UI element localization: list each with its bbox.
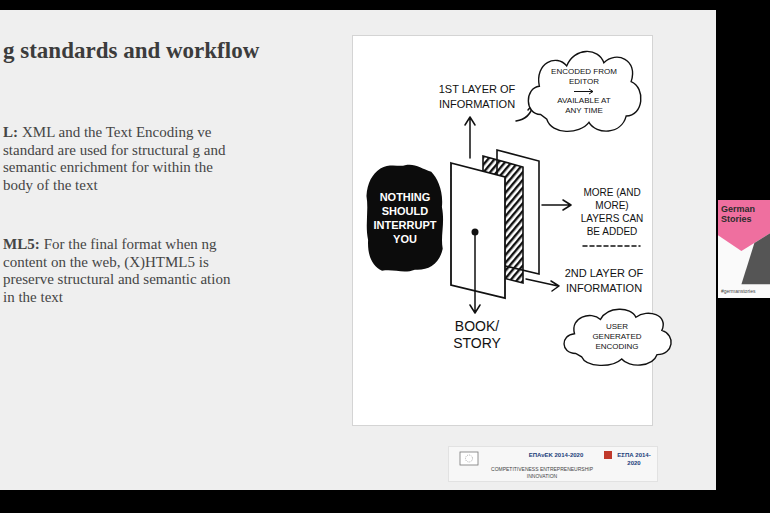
node-content: German Stories #germanstories: [718, 200, 770, 298]
node-content: ENCODED FROM EDITOR AVAILABLE AT ANY TIME: [547, 67, 621, 116]
node-text: #germanstories: [721, 288, 755, 294]
node-text: USER GENERATED ENCODING: [584, 322, 650, 352]
logo-text: COMPETITIVENESS ENTREPRENEURSHIP INNOVAT…: [482, 466, 602, 480]
slide-title: g standards and workflow: [3, 38, 259, 64]
node-text: German Stories: [721, 204, 761, 224]
node-text: ENCODED FROM EDITOR: [547, 67, 621, 87]
cloud-outline: [528, 51, 641, 131]
logo-text: ΕΣΠΑ 2014-2020: [614, 451, 654, 467]
callout-blob: NOTHING SHOULD INTERRUPT YOU: [364, 163, 446, 273]
layer-label: 1ST LAYER OF INFORMATION: [432, 82, 522, 112]
bullet-text: XML and the Text Encoding ve standard ar…: [3, 124, 225, 193]
blob-fill: [366, 165, 443, 272]
thought-cloud: ENCODED FROM EDITOR AVAILABLE AT ANY TIME: [522, 44, 646, 138]
node-content: NOTHING SHOULD INTERRUPT YOU: [374, 190, 437, 246]
video-thumbnail: German Stories #germanstories: [718, 200, 770, 298]
node-text: AVAILABLE AT ANY TIME: [554, 96, 614, 116]
bullet-paragraph: L:XML and the Text Encoding ve standard …: [3, 124, 239, 194]
bullet-lead: L:: [3, 124, 18, 140]
book-label: BOOK/ STORY: [437, 318, 517, 352]
node-content: USER GENERATED ENCODING: [584, 322, 650, 352]
thumb-grey: [741, 233, 770, 284]
cloud-outline: [564, 309, 671, 365]
thought-cloud: USER GENERATED ENCODING: [558, 304, 676, 370]
small-arrow-line: [574, 89, 593, 94]
thumb-ground: [718, 200, 770, 298]
layer-label: MORE (AND MORE) LAYERS CAN BE ADDED: [575, 186, 649, 238]
small-arrow: [573, 88, 595, 95]
node-text: NOTHING SHOULD INTERRUPT YOU: [374, 190, 437, 246]
layer-label: 2ND LAYER OF INFORMATION: [562, 266, 646, 296]
callout-blob-shape: [364, 163, 446, 273]
logo-text: ΕΠΑνΕΚ 2014-2020: [512, 451, 600, 459]
bullet-lead: ML5:: [3, 236, 40, 252]
bullet-paragraph: ML5:For the final format when ng content…: [3, 236, 239, 306]
